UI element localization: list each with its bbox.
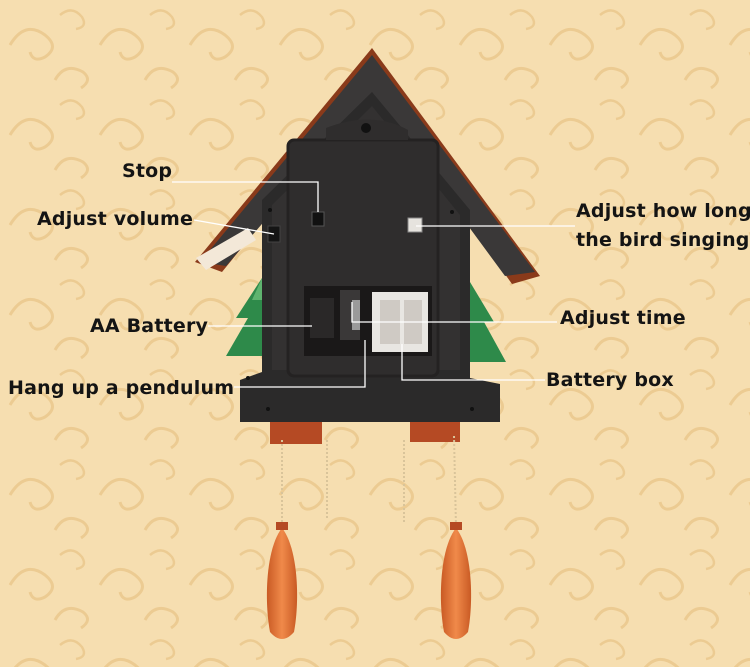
chains: [281, 435, 457, 529]
chain-hangers: [270, 422, 460, 444]
label-adjust-time: Adjust time: [560, 307, 686, 329]
stop-leader: [172, 181, 319, 212]
leader-lines: [172, 181, 575, 388]
time-leader: [351, 302, 557, 323]
right-weight: [440, 522, 472, 639]
battery-box-leader: [401, 344, 545, 381]
label-adjust-singing-line2: the bird singing: [576, 229, 750, 251]
label-stop: Stop: [122, 160, 173, 182]
singing-duration-switch[interactable]: [407, 217, 423, 233]
battery-compartment: [304, 286, 432, 356]
label-aa-battery: AA Battery: [90, 315, 209, 337]
label-adjust-singing-line1: Adjust how long: [576, 200, 750, 222]
label-battery-box: Battery box: [546, 369, 674, 391]
left-weight: [266, 522, 298, 639]
pendulum-leader: [234, 340, 366, 388]
stop-switch[interactable]: [311, 211, 325, 227]
label-adjust-volume: Adjust volume: [37, 208, 194, 230]
left-pine-tree: [226, 278, 264, 356]
label-hang-pendulum: Hang up a pendulum: [8, 377, 235, 399]
volume-leader: [193, 219, 275, 235]
